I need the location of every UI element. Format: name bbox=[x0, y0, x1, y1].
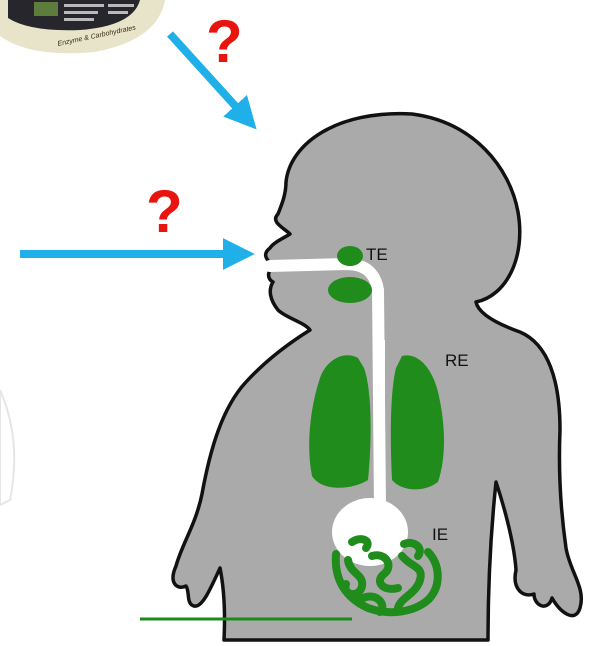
tonsil-organ bbox=[337, 246, 363, 266]
label-ie: IE bbox=[432, 525, 448, 544]
label-re: RE bbox=[445, 351, 469, 370]
question-mark-icon: ? bbox=[146, 178, 183, 245]
background-circle-fragment bbox=[0, 390, 14, 505]
question-mark-icon: ? bbox=[206, 8, 243, 75]
thyroid-organ bbox=[328, 277, 372, 303]
label-te: TE bbox=[366, 245, 388, 264]
logo-badge: Enzyme & Carbohydrates bbox=[0, 0, 165, 53]
